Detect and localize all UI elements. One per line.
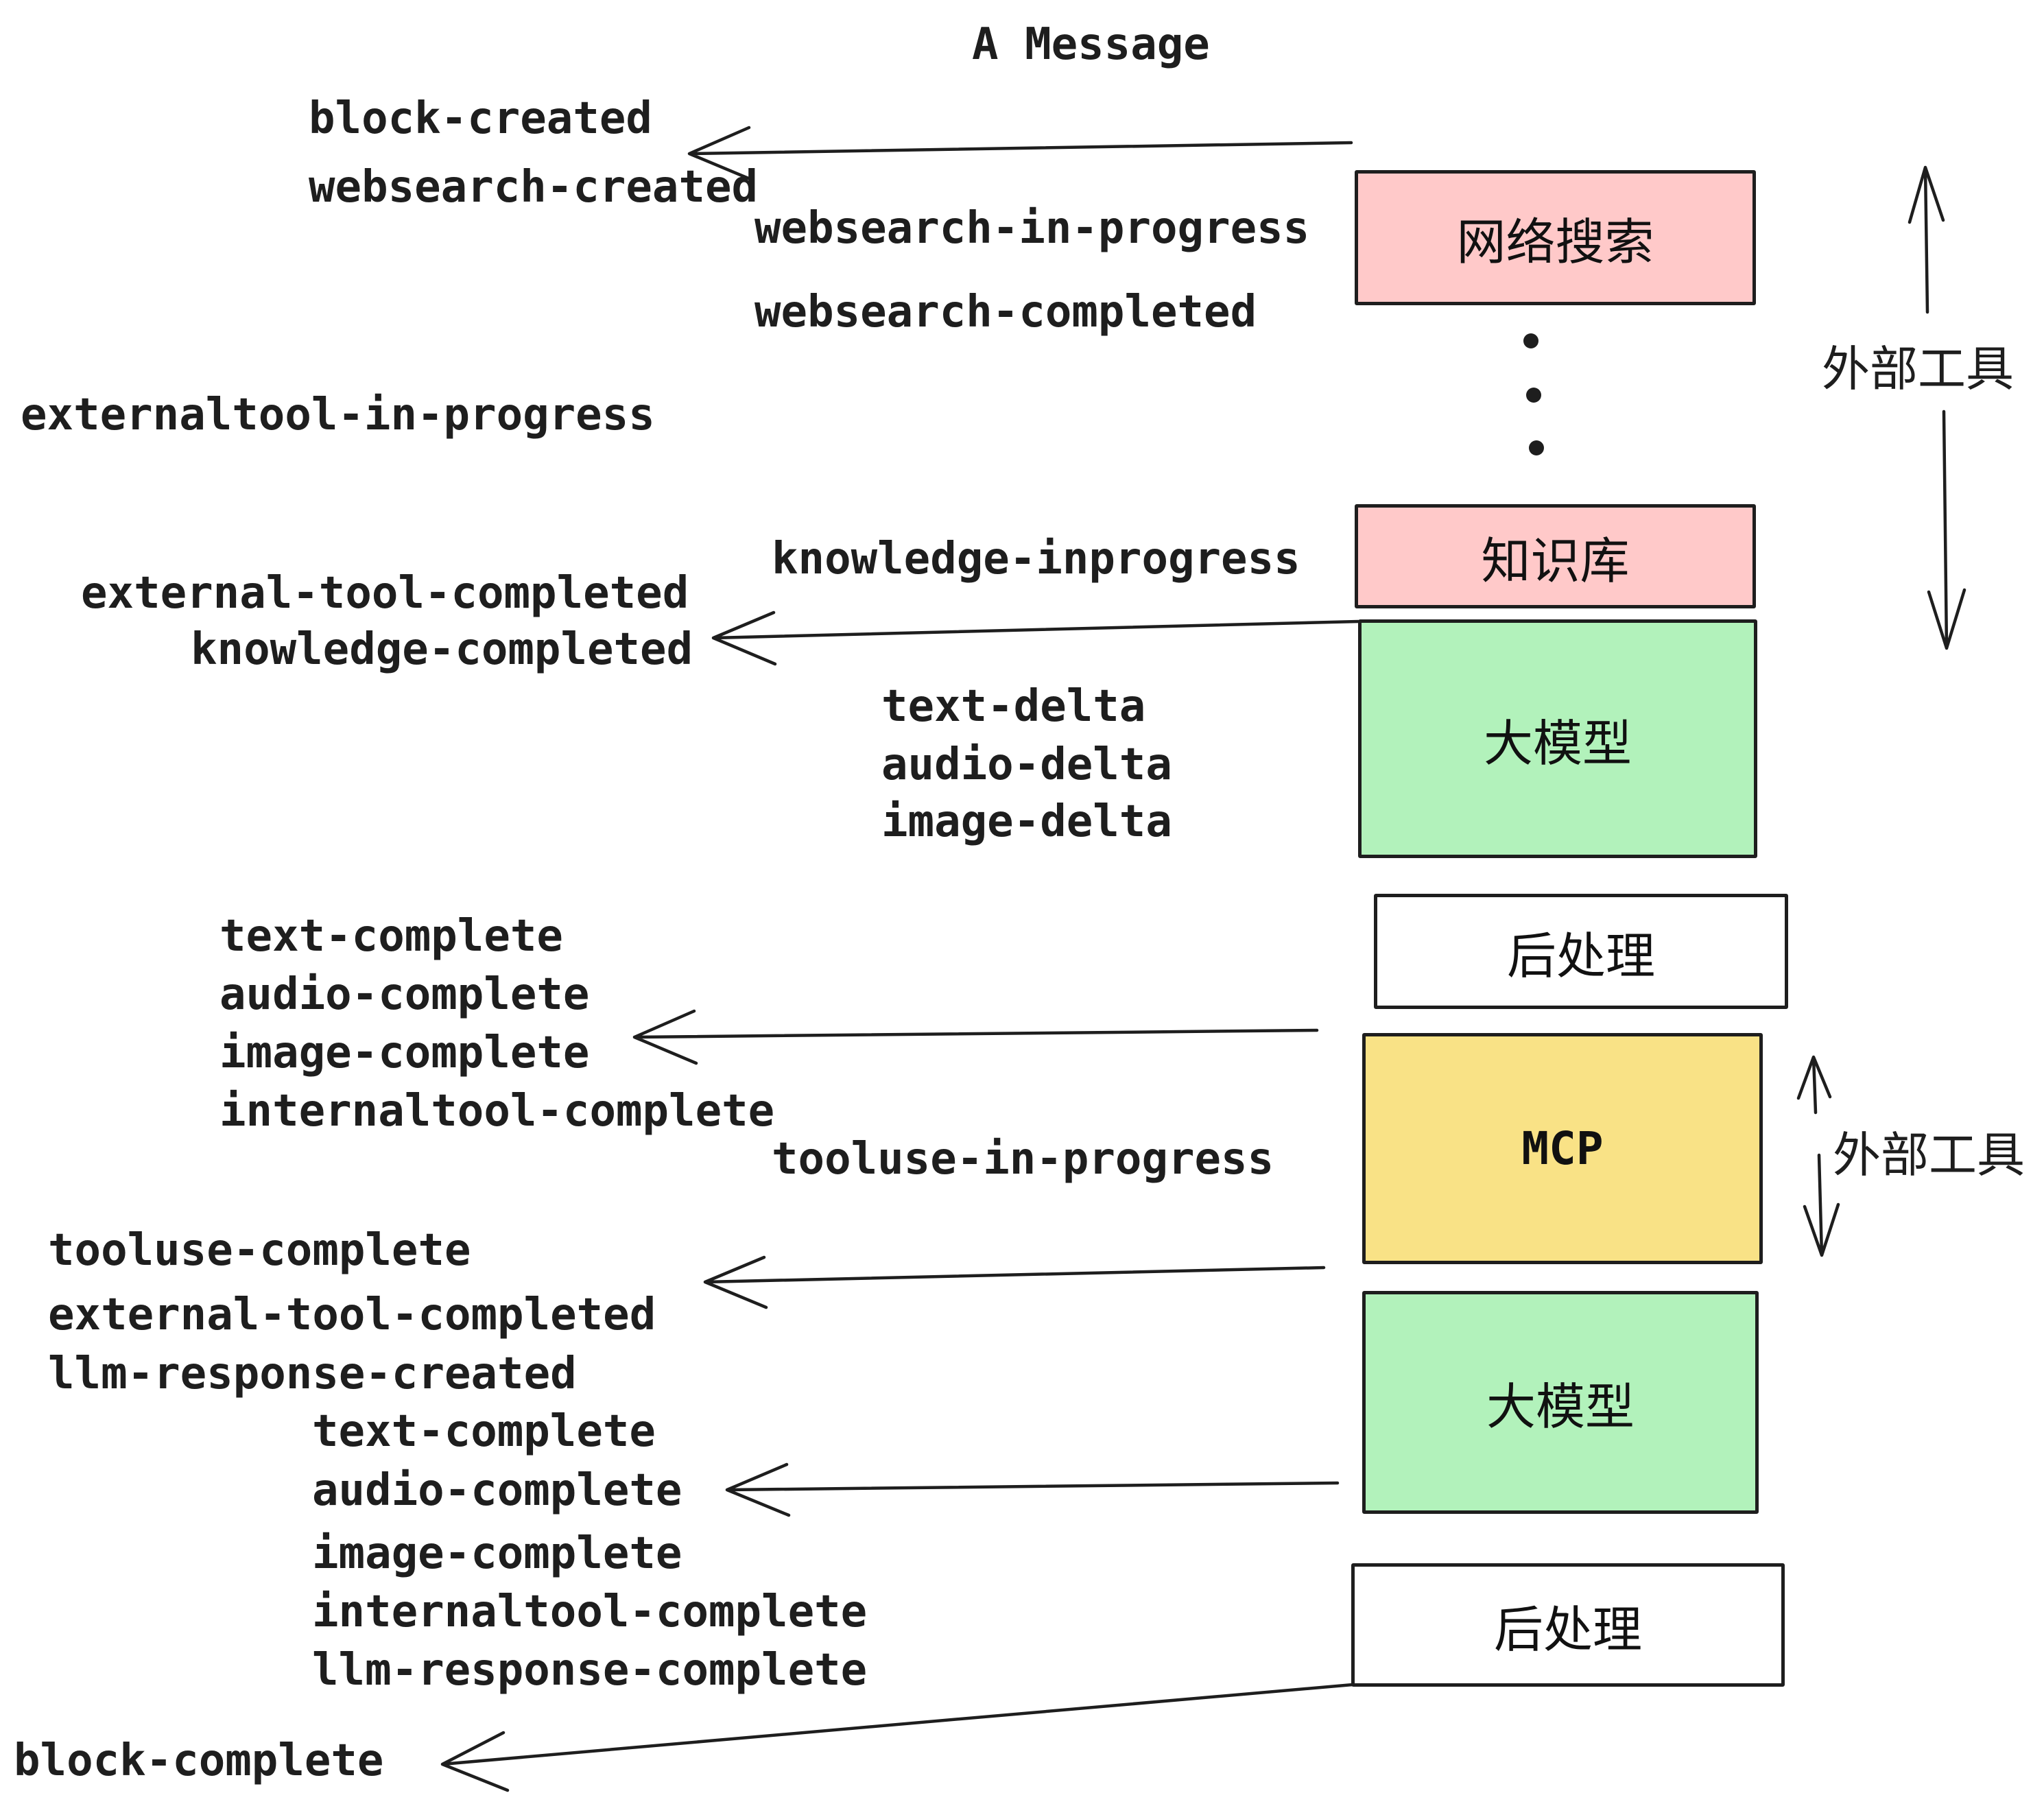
box-postprocess-2-label: 后处理 <box>1493 1600 1642 1659</box>
box-knowledge: 知识库 <box>1355 504 1756 608</box>
arrow-block-complete <box>440 1683 1355 1792</box>
box-websearch: 网络搜索 <box>1355 170 1756 305</box>
event-label-audio-complete-2: audio-complete <box>312 1465 682 1516</box>
box-llm-1-label: 大模型 <box>1483 714 1632 772</box>
event-label-internaltool-complete-2: internaltool-complete <box>312 1587 868 1637</box>
arrow-external-tool-down-1 <box>1927 410 1966 650</box>
box-postprocess-1: 后处理 <box>1374 894 1788 1009</box>
event-label-tooluse-in-progress: tooluse-in-progress <box>772 1134 1274 1185</box>
event-label-text-delta-1: text-delta <box>881 681 1146 732</box>
arrow-external-tool-up-1 <box>1908 165 1945 314</box>
box-llm-1: 大模型 <box>1358 619 1757 858</box>
event-label-audio-complete-1: audio-complete <box>219 969 590 1020</box>
side-label-external-tools-1: 外部工具 <box>1822 341 2014 397</box>
event-label-websearch-completed: websearch-completed <box>754 287 1257 337</box>
box-mcp-label: MCP <box>1521 1122 1604 1175</box>
event-label-externaltool-in-progress: externaltool-in-progress <box>21 390 655 440</box>
arrow-image-complete <box>632 1009 1319 1065</box>
event-label-external-tool-completed-2: external-tool-completed <box>48 1290 656 1340</box>
arrow-audio-complete <box>725 1462 1340 1517</box>
box-postprocess-2: 后处理 <box>1351 1563 1785 1687</box>
event-label-websearch-in-progress: websearch-in-progress <box>754 203 1310 254</box>
arrow-external-tool-up-2 <box>1796 1055 1832 1115</box>
box-llm-2: 大模型 <box>1362 1291 1759 1514</box>
event-label-knowledge-inprogress: knowledge-inprogress <box>772 534 1300 584</box>
arrow-tooluse-complete <box>703 1255 1326 1309</box>
event-label-llm-response-created: llm-response-created <box>48 1349 577 1399</box>
event-label-audio-delta-1: audio-delta <box>881 739 1172 790</box>
box-knowledge-label: 知识库 <box>1481 532 1630 590</box>
box-mcp: MCP <box>1362 1033 1763 1264</box>
box-postprocess-1-label: 后处理 <box>1506 927 1655 985</box>
box-websearch-label: 网络搜索 <box>1456 213 1654 271</box>
vertical-ellipsis-icon <box>1523 333 1544 455</box>
event-label-tooluse-complete: tooluse-complete <box>48 1225 471 1276</box>
side-label-external-tools-2: 外部工具 <box>1833 1127 2025 1183</box>
event-label-knowledge-completed: knowledge-completed <box>191 624 693 675</box>
arrow-websearch-created <box>687 126 1353 182</box>
event-label-llm-response-complete: llm-response-complete <box>312 1645 868 1696</box>
event-label-block-complete: block-complete <box>14 1735 384 1786</box>
event-label-image-complete-2: image-complete <box>312 1528 682 1579</box>
arrow-knowledge-completed <box>711 610 1360 666</box>
event-label-external-tool-completed: external-tool-completed <box>81 568 689 619</box>
box-llm-2-label: 大模型 <box>1486 1378 1635 1436</box>
event-label-image-delta-1: image-delta <box>881 796 1172 847</box>
event-label-block-created: block-created <box>309 93 652 144</box>
event-label-text-complete-1: text-complete <box>219 911 563 962</box>
event-label-internaltool-complete-1: internaltool-complete <box>219 1086 775 1137</box>
event-label-text-complete-2: text-complete <box>312 1406 656 1457</box>
page-title: A Message <box>972 19 1210 70</box>
event-label-websearch-created: websearch-created <box>309 162 759 213</box>
event-label-image-complete-1: image-complete <box>219 1028 590 1078</box>
